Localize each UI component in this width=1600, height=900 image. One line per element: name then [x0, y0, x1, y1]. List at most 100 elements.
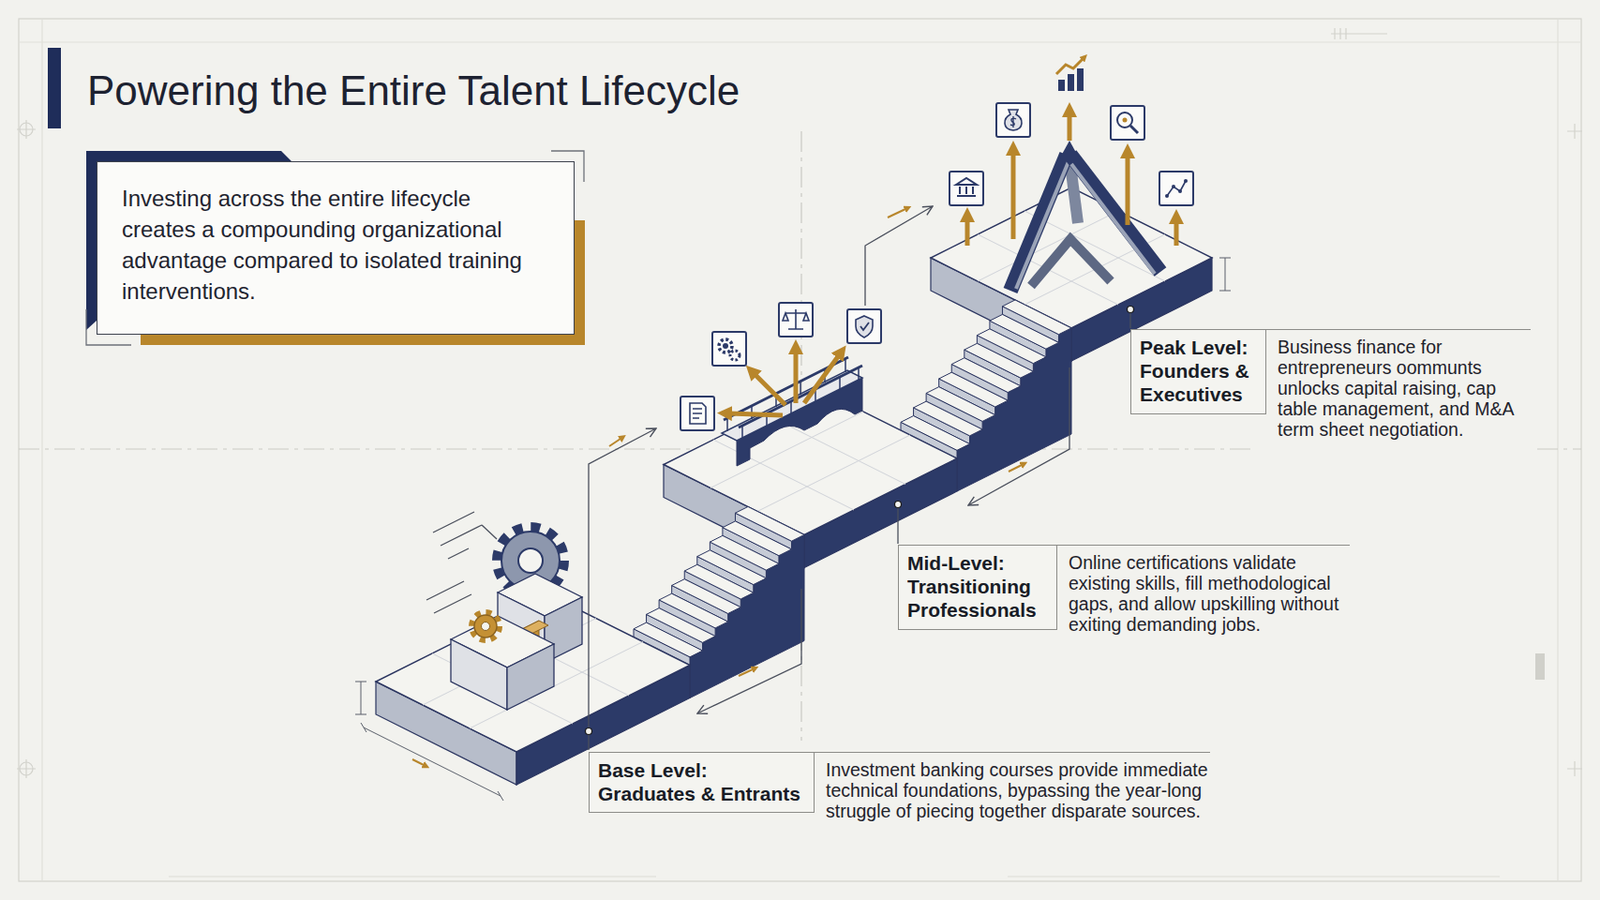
a-frame-structure — [1059, 140, 1080, 160]
callout-decoration — [86, 150, 584, 345]
level-heading: Peak Level: Founders & Executives — [1139, 335, 1257, 407]
speed-lines — [426, 511, 482, 614]
scales-icon — [782, 309, 809, 329]
large-gear — [518, 548, 543, 573]
speed-lines — [426, 511, 497, 614]
small-gold-arrows — [609, 438, 621, 447]
graph-icon — [1171, 184, 1176, 189]
a-frame-structure — [1016, 159, 1070, 289]
dimension-marks — [355, 257, 1231, 801]
mid-arrows — [729, 413, 783, 416]
money-bag-icon — [1004, 109, 1022, 131]
peak-arrows — [1067, 114, 1073, 141]
cube-block — [450, 615, 554, 710]
small-gold-gear — [471, 612, 500, 641]
cube-block — [450, 639, 508, 710]
document-icon — [680, 396, 715, 431]
bank-icon — [949, 171, 984, 206]
graph-icon — [1159, 171, 1194, 206]
bridge-structure — [727, 358, 859, 439]
magnifier-icon — [1122, 118, 1128, 123]
level-body: Investment banking courses provide immed… — [814, 751, 1211, 822]
blueprint-frame — [18, 18, 1582, 882]
title-bar — [47, 47, 61, 129]
blueprint-frame — [1535, 653, 1545, 680]
small-gold-arrows — [738, 669, 753, 676]
graph-icon — [1183, 179, 1188, 183]
blueprint-frame — [1567, 123, 1583, 777]
leader-lines — [897, 504, 898, 544]
gears-icon — [722, 343, 729, 349]
gears-icon — [712, 331, 747, 366]
peak-platform — [977, 210, 1166, 305]
growth-chart-icon — [1056, 59, 1084, 91]
dimension-marks — [360, 722, 504, 801]
callout-box: Investing across the entire lifecycle cr… — [96, 161, 575, 335]
money-bag-icon — [996, 103, 1031, 137]
leader-dots — [585, 728, 593, 735]
bridge-structure — [721, 357, 863, 466]
leader-dots — [895, 501, 902, 509]
level-body: Business finance for entrepreneurs oommu… — [1266, 328, 1531, 440]
a-frame-structure — [1010, 140, 1161, 291]
heading-box: Peak Level: Founders & Executives — [1130, 328, 1267, 415]
a-frame-structure — [1070, 154, 1161, 272]
blueprint-frame — [168, 875, 1500, 877]
mid-arrows — [754, 373, 786, 405]
dimension-marks — [1219, 257, 1231, 291]
blueprint-frame — [16, 759, 36, 778]
document-icon — [692, 408, 703, 419]
shield-icon — [847, 309, 882, 344]
small-gold-gear — [474, 614, 497, 638]
blueprint-frame — [18, 18, 1582, 882]
blueprint-frame — [1330, 28, 1388, 40]
a-frame-structure — [1031, 239, 1111, 286]
leader-lines — [588, 428, 657, 750]
bank-icon — [949, 171, 984, 206]
heading-box: Mid-Level: Transitioning Professionals — [897, 544, 1058, 630]
scales-icon — [778, 302, 813, 337]
document-icon — [689, 403, 706, 424]
speed-lines — [481, 524, 497, 539]
magnifier-icon — [1117, 112, 1133, 128]
bank-icon — [956, 178, 977, 196]
level-heading: Mid-Level: Transitioning Professionals — [907, 551, 1048, 623]
title-text: Powering the Entire Talent Lifecycle — [87, 68, 740, 114]
cube-block — [507, 643, 554, 710]
peak-arrows — [1174, 221, 1180, 246]
small-gold-arrows — [412, 759, 424, 765]
small-gold-arrows — [887, 209, 906, 218]
graph-icon — [1165, 194, 1169, 198]
level-label: Mid-Level: Transitioning ProfessionalsOn… — [897, 544, 1350, 635]
blueprint-frame — [16, 18, 1583, 882]
graph-icon — [1159, 171, 1194, 206]
graph-icon — [1166, 180, 1186, 196]
dimension-marks — [355, 681, 367, 715]
level-label: Peak Level: Founders & ExecutivesBusines… — [1130, 328, 1531, 440]
level-label: Base Level: Graduates & EntrantsInvestme… — [588, 751, 1211, 822]
peak-arrows — [965, 219, 971, 246]
leader-dots — [585, 306, 1135, 735]
heading-box: Base Level: Graduates & Entrants — [588, 751, 815, 813]
magnifier-icon — [1130, 125, 1138, 134]
shield-icon — [855, 315, 873, 338]
money-bag-icon — [1010, 116, 1017, 128]
scales-icon — [778, 302, 813, 337]
growth-chart-icon — [1056, 59, 1083, 75]
peak-arrows — [1011, 152, 1017, 240]
growth-chart-icon — [1058, 79, 1065, 91]
growth-chart-icon — [1076, 68, 1084, 91]
gears-icon — [730, 350, 740, 360]
blueprint-frame — [16, 119, 36, 139]
magnifier-icon — [1110, 105, 1145, 140]
a-frame-structure — [1071, 164, 1155, 274]
leader-lines — [968, 367, 1070, 506]
bridge-structure — [723, 357, 863, 428]
level-body: Online certifications validate existing … — [1057, 544, 1350, 635]
shield-icon — [860, 322, 869, 330]
mid-arrows — [804, 355, 839, 404]
document-icon — [680, 396, 715, 431]
shield-icon — [847, 309, 882, 344]
growth-chart-icon — [1067, 74, 1075, 91]
